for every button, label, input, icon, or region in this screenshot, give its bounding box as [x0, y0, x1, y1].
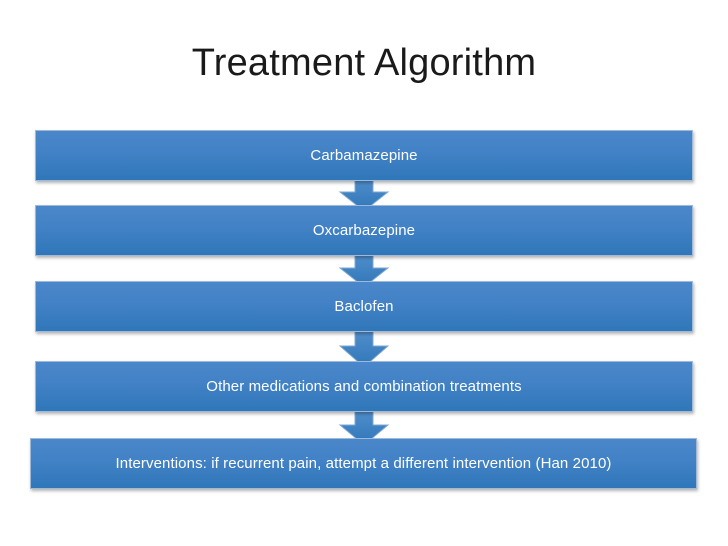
flow-step-interventions[interactable]: Interventions: if recurrent pain, attemp…: [30, 438, 697, 489]
page-title: Treatment Algorithm: [191, 42, 537, 84]
flow-step-label: Baclofen: [334, 297, 394, 315]
flow-step-other-medications[interactable]: Other medications and combination treatm…: [35, 361, 693, 412]
flow-step-label: Other medications and combination treatm…: [206, 377, 522, 395]
flow-step-oxcarbazepine[interactable]: Oxcarbazepine: [35, 205, 693, 256]
flow-step-baclofen[interactable]: Baclofen: [35, 281, 693, 332]
flow-step-label: Oxcarbazepine: [312, 221, 416, 239]
flow-step-label: Carbamazepine: [310, 146, 418, 164]
flow-step-carbamazepine[interactable]: Carbamazepine: [35, 130, 693, 181]
flow-step-label: Interventions: if recurrent pain, attemp…: [115, 454, 612, 472]
